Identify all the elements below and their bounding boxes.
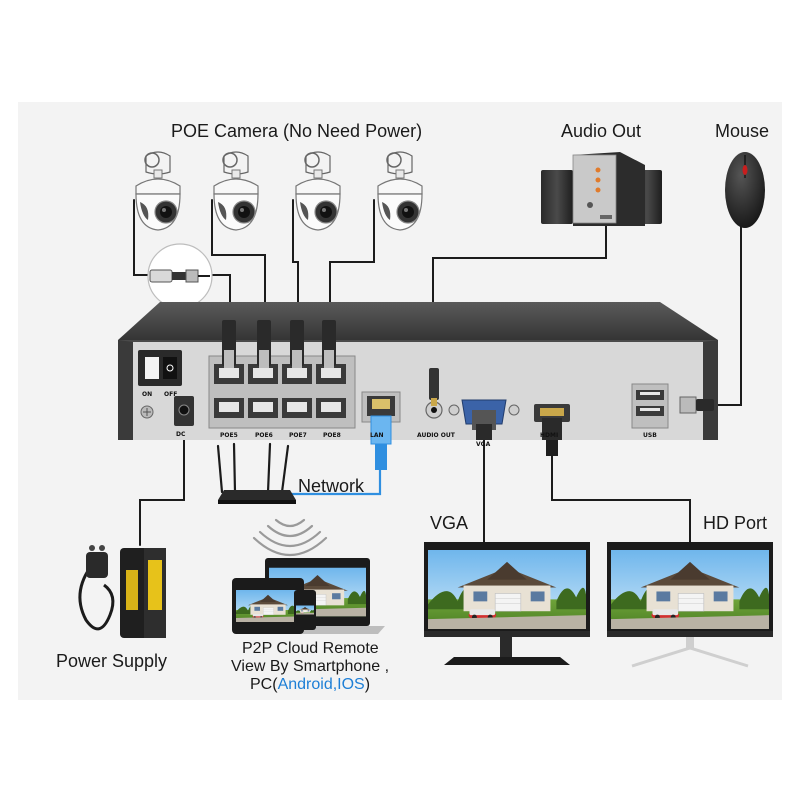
poe6-label: POE6 <box>255 432 273 439</box>
network-label: Network <box>298 476 365 496</box>
router-icon <box>216 442 296 504</box>
poe8-label: POE8 <box>323 432 341 439</box>
poe5-label: POE5 <box>220 432 238 439</box>
hdmi-cable <box>551 454 691 543</box>
nvr-recorder-icon: ON OFF DC POE5 POE6 POE7 POE8 LAN AUDIO … <box>118 302 718 470</box>
on-label: ON <box>142 391 152 398</box>
hd-port-label: HD Port <box>703 513 768 533</box>
mouse-cable <box>711 225 742 406</box>
phone-icon <box>294 590 316 630</box>
poe7-label: POE7 <box>289 432 307 439</box>
lan-cable <box>290 470 382 496</box>
p2p-line-1: P2P Cloud Remote <box>242 640 379 657</box>
dc-label: DC <box>176 431 186 438</box>
camera-2-cable <box>211 199 266 326</box>
poe-camera-label: POE Camera (No Need Power) <box>171 121 423 141</box>
mouse-label: Mouse <box>715 121 770 141</box>
rj45-connector-icon <box>147 243 213 309</box>
wifi-signal-icon <box>252 518 328 557</box>
lan-label: LAN <box>370 432 384 439</box>
camera-4-cable <box>329 199 375 326</box>
camera-3-cable <box>292 199 299 326</box>
vga-port-label: VGA <box>476 441 491 448</box>
p2p-line-2: View By Smartphone , <box>231 658 390 675</box>
audio-out-port-label: AUDIO OUT <box>417 432 456 439</box>
p2p-os-text: Android,IOS <box>277 676 365 693</box>
speaker-icon <box>541 152 662 226</box>
p2p-close-text: ) <box>364 676 371 693</box>
power-cable <box>139 435 185 546</box>
power-adapter-icon <box>78 545 166 638</box>
hdmi-port-label: HDMI <box>540 432 558 439</box>
tablet-icon <box>232 578 304 634</box>
mouse-icon <box>725 152 765 228</box>
usb-port-label: USB <box>643 432 657 439</box>
vga-label: VGA <box>430 513 469 533</box>
audio-out-label: Audio Out <box>561 121 642 141</box>
p2p-line-3: PC(Android,IOS) <box>250 677 370 693</box>
monitor-icon <box>424 542 773 668</box>
off-label: OFF <box>164 391 177 398</box>
power-supply-label: Power Supply <box>56 651 168 671</box>
p2p-pc-text: PC( <box>250 676 278 693</box>
